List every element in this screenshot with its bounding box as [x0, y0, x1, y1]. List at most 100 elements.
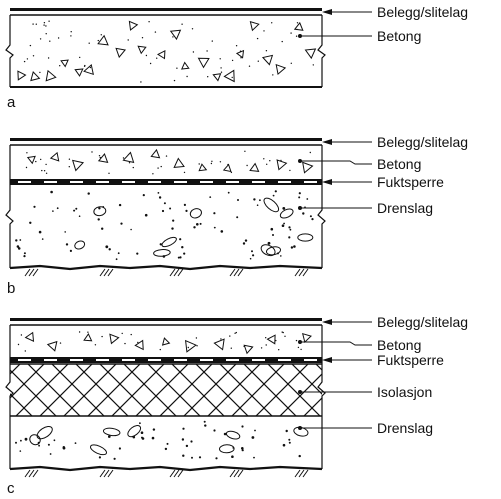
sand-dot — [97, 39, 100, 42]
gravel-grain — [272, 234, 274, 236]
aggregate-triangle — [74, 68, 84, 77]
ground-hatch — [233, 268, 240, 277]
aggregate-triangle — [249, 162, 260, 172]
gravel-grain — [151, 436, 155, 440]
aggregate-triangle — [222, 163, 232, 173]
sand-dot — [57, 37, 60, 39]
panel-b-break-left — [5, 145, 14, 268]
aggregate-triangle — [49, 151, 60, 162]
sand-dot — [43, 24, 45, 26]
sand-dot — [49, 40, 51, 42]
gravel-grain — [20, 439, 22, 442]
gravel-grain — [289, 228, 292, 231]
gravel-grain — [164, 447, 168, 451]
sand-dot — [229, 335, 231, 337]
sand-dot — [32, 23, 34, 25]
sand-dot — [100, 34, 103, 36]
aggregate-triangle — [302, 332, 312, 344]
gravel-grain — [73, 209, 76, 212]
sand-dot — [108, 172, 110, 174]
sand-dot — [70, 35, 72, 37]
sand-dot — [145, 54, 148, 57]
gravel-grain — [179, 238, 182, 241]
gravel-grain — [183, 252, 186, 255]
aggregate-triangle — [122, 151, 135, 164]
sand-dot — [278, 349, 280, 351]
gravel-grain — [236, 216, 239, 219]
gravel-grain — [120, 222, 123, 225]
gravel-grain — [203, 420, 206, 423]
gravel-stone — [263, 197, 280, 213]
ground-hatch — [173, 469, 180, 478]
ground-hatch — [177, 469, 184, 478]
gravel-grain — [23, 252, 26, 255]
sand-dot — [181, 23, 183, 25]
gravel-grain — [74, 442, 77, 444]
sand-dot — [271, 22, 273, 24]
gravel-grain — [169, 207, 172, 210]
gravel-grain — [204, 424, 207, 427]
label-concrete: Betong — [377, 28, 421, 44]
barrier-dash — [252, 181, 265, 183]
sand-dot — [99, 156, 102, 159]
panel-c-leader-wearing-layer — [322, 319, 372, 325]
barrier-dash — [226, 181, 239, 183]
gravel-stone — [189, 208, 202, 219]
aggregate-triangle — [128, 20, 139, 31]
aggregate-triangle — [71, 159, 85, 172]
sand-dot — [244, 150, 246, 152]
panel-letter-a: a — [7, 94, 16, 111]
gravel-grain — [62, 446, 66, 450]
sand-dot — [156, 57, 158, 59]
gravel-grain — [199, 222, 202, 225]
gravel-grain — [162, 255, 166, 258]
gravel-grain — [118, 203, 122, 207]
barrier-dash — [200, 359, 213, 361]
sand-dot — [124, 342, 126, 345]
gravel-grain — [101, 227, 104, 230]
gravel-stone — [260, 244, 276, 257]
gravel-stone — [225, 430, 241, 440]
gravel-grain — [19, 450, 22, 452]
barrier-dash — [96, 359, 109, 361]
ground-hatch — [107, 469, 114, 478]
sand-dot — [39, 38, 42, 40]
panel-b-leader-concrete — [298, 159, 372, 165]
panel-letter-b: b — [7, 280, 15, 297]
gravel-grain — [288, 226, 291, 229]
gravel-grain — [215, 457, 218, 460]
gravel-grain — [209, 196, 212, 199]
gravel-grain — [302, 212, 305, 215]
gravel-stone — [102, 427, 121, 437]
barrier-dash — [174, 181, 187, 183]
sand-dot — [207, 76, 209, 78]
panel-b-leader-moisture-barrier — [322, 179, 372, 185]
sand-dot — [265, 344, 267, 346]
sand-dot — [91, 151, 93, 153]
sand-dot — [140, 81, 142, 83]
sand-dot — [88, 42, 90, 44]
ground-hatch — [294, 469, 301, 478]
gravel-grain — [183, 203, 186, 206]
label-drainage: Drenslag — [377, 420, 433, 436]
gravel-grain — [41, 238, 44, 240]
panel-b-wearing-layer — [10, 138, 322, 146]
panel-b-break-right — [317, 145, 326, 268]
gravel-grain — [37, 441, 40, 444]
gravel-grain — [166, 442, 169, 445]
gravel-grain — [115, 258, 118, 261]
aggregate-triangle — [30, 71, 41, 82]
label-moisture-barrier: Fuktsperre — [377, 174, 444, 190]
panel-c-leader-concrete — [298, 340, 372, 346]
sand-dot — [157, 167, 159, 169]
aggregate-triangle — [185, 339, 197, 353]
aggregate-triangle — [156, 49, 166, 60]
sand-dot — [196, 345, 198, 347]
gravel-grain — [64, 231, 66, 233]
ground-hatch — [237, 268, 244, 277]
sand-dot — [121, 332, 123, 335]
sand-dot — [183, 171, 186, 174]
gravel-grain — [270, 227, 274, 231]
sand-dot — [149, 62, 152, 65]
